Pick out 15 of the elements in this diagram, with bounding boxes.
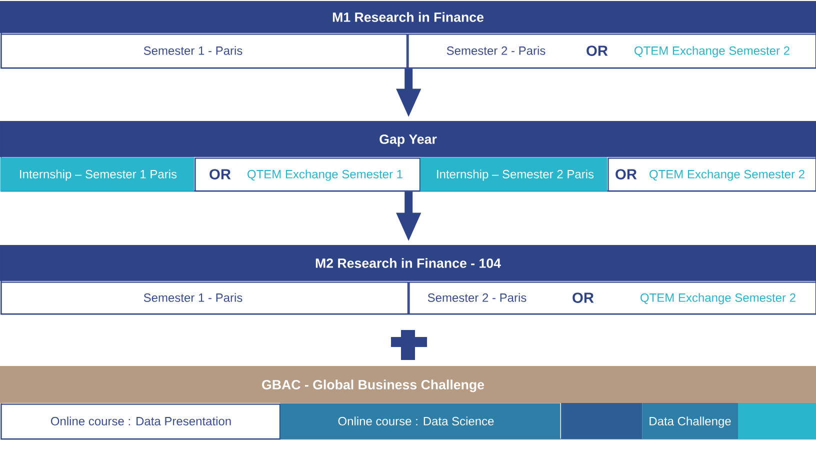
table-cell: Internship – Semester 2 Paris — [420, 157, 608, 192]
section-panel: GBAC - Global Business Challenge Online course : Data Presentation Online course : Data Science Data Challenge — [0, 366, 816, 440]
section-panel: Gap Year Internship – Semester 1 Paris OR QTEM Exchange Semester 1 Internship – Semester 2 Paris OR QTEM Exchange Semester 2 — [0, 121, 816, 192]
table-cell: Data Challenge — [561, 403, 816, 439]
table-cell: Internship – Semester 1 Paris — [0, 157, 194, 192]
table-cell: Semester 2 - Paris OR QTEM Exchange Semester 2 — [408, 34, 816, 69]
table-cell: Online course : Data Science — [280, 403, 560, 440]
section-panel: M1 Research in Finance Semester 1 - Paris Semester 2 - Paris OR QTEM Exchange Semester 2 — [0, 1, 816, 69]
table-cell: Semester 1 - Paris — [0, 282, 409, 315]
section-panel: M2 Research in Finance - 104 Semester 1 - Paris Semester 2 - Paris OR QTEM Exchange Semester 2 — [0, 245, 816, 315]
table-cell: Semester 1 - Paris — [0, 34, 408, 69]
table-cell: Online course : Data Presentation — [0, 404, 281, 440]
table-cell: OR QTEM Exchange Semester 2 — [608, 158, 816, 192]
table-cell: Semester 2 - Paris OR QTEM Exchange Semester 2 — [408, 282, 816, 315]
table-cell: OR QTEM Exchange Semester 1 — [194, 158, 421, 192]
